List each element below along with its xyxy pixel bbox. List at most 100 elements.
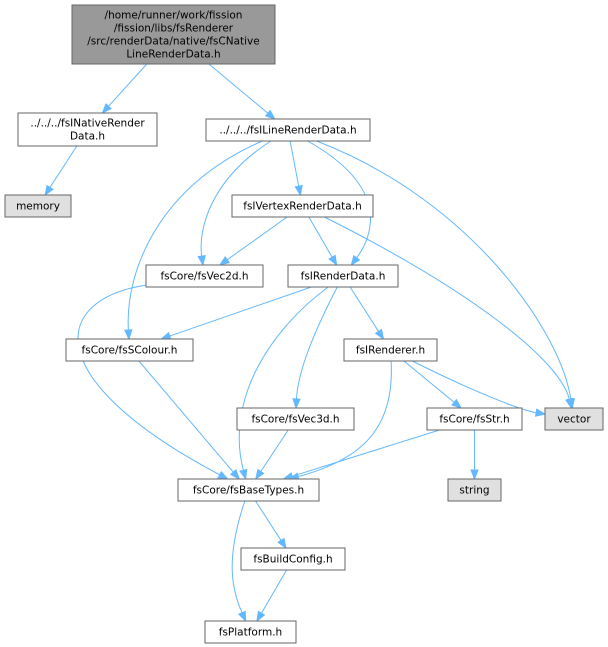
node-box [343, 338, 438, 362]
edge-arrowhead [451, 398, 463, 409]
edge-ns_render_data-to-ns_renderer [349, 286, 385, 341]
edge-ns_str-to-ns_base_types [282, 429, 440, 481]
edge-root-to-ns_line_render_data [208, 63, 276, 120]
node-box [240, 547, 346, 571]
edge-arrowhead [277, 537, 287, 550]
edge-layer [44, 63, 575, 623]
node-ns-scolour[interactable]: fsCore/fsSColour.h [65, 338, 194, 362]
node-layer: /home/runner/work/fission/fission/libs/f… [4, 4, 604, 644]
node-ns-str[interactable]: fsCore/fsStr.h [426, 407, 523, 431]
node-label-line: fsCore/fsBaseTypes.h [193, 485, 304, 497]
edge-line [255, 500, 282, 541]
edge-arrowhead [565, 397, 574, 410]
edge-arrowhead [350, 254, 361, 267]
edge-ns_str-to-ns_string [470, 430, 479, 481]
node-label-line: fsIVertexRenderData.h [243, 201, 361, 213]
edge-arrowhead [229, 469, 241, 481]
node-label-line: fsCore/fsSColour.h [82, 345, 178, 357]
node-label-line: /fission/libs/fsRenderer [114, 23, 234, 35]
edge-ns_vec2d-to-ns_base_types [77, 284, 229, 480]
edge-arrowhead [255, 468, 265, 481]
edge-arrowhead [292, 398, 301, 410]
node-box [145, 264, 264, 288]
edge-arrowhead [197, 255, 206, 267]
node-box [4, 194, 72, 218]
edge-line [291, 429, 440, 477]
node-box [544, 407, 604, 431]
node-label-line: memory [16, 201, 60, 213]
node-ns-memory: memory [4, 194, 72, 218]
node-ns-vec2d[interactable]: fsCore/fsVec2d.h [145, 264, 264, 288]
edge-arrowhead [237, 610, 247, 623]
edge-line [324, 216, 570, 400]
node-label-line: fsCore/fsStr.h [439, 414, 509, 426]
edge-line [77, 284, 220, 476]
node-label-line: fsCore/fsVec2d.h [160, 271, 248, 283]
edge-line [138, 360, 234, 473]
node-ns-base-types[interactable]: fsCore/fsBaseTypes.h [177, 478, 320, 502]
node-label-line: LineRenderData.h [126, 49, 220, 61]
edge-arrowhead [328, 254, 338, 267]
edge-line [108, 63, 148, 107]
edge-ns_base_types-to-ns_platform [231, 500, 247, 623]
edge-ns_vertex_render_data-to-ns_vector [324, 216, 574, 410]
node-label-line: /home/runner/work/fission [105, 10, 243, 22]
node-ns-renderer[interactable]: fsIRenderer.h [343, 338, 438, 362]
edge-ns_vec3d-to-ns_base_types [255, 429, 289, 481]
node-label-line: Data.h [70, 131, 105, 143]
node-label-line: string [459, 485, 489, 497]
node-box [204, 620, 297, 644]
edge-arrowhead [159, 331, 172, 340]
edge-line [200, 140, 272, 257]
edge-arrowhead [218, 256, 231, 266]
edge-arrowhead [44, 184, 54, 197]
edge-line [403, 360, 455, 403]
node-box [236, 407, 355, 431]
node-box [205, 118, 371, 142]
edge-line [169, 286, 312, 337]
edge-line [297, 360, 392, 478]
node-label-line: fsCore/fsVec3d.h [251, 414, 339, 426]
node-box [447, 478, 502, 502]
edge-ns_render_data-to-ns_base_types [238, 286, 329, 481]
node-label-line: ../../../fsILineRenderData.h [219, 125, 356, 137]
edge-ns_line_render_data-to-ns_vec2d [197, 140, 272, 267]
edge-arrowhead [217, 470, 229, 480]
node-ns-vertex-render-data[interactable]: fsIVertexRenderData.h [231, 194, 374, 218]
node-ns-render-data[interactable]: fsIRenderData.h [287, 264, 399, 288]
edge-line [260, 569, 288, 614]
node-label-line: ../../../fsINativeRender [30, 118, 145, 130]
edge-line [238, 286, 329, 471]
edge-root-to-ns_native_render_data [101, 63, 148, 115]
edge-line [231, 500, 246, 613]
node-ns-line-render-data[interactable]: ../../../fsILineRenderData.h [205, 118, 371, 142]
edge-line [289, 140, 300, 187]
edge-ns_vertex_render_data-to-ns_render_data [308, 216, 338, 267]
node-box [287, 264, 399, 288]
node-box [231, 194, 374, 218]
edge-line [226, 216, 288, 261]
node-label-line: fsBuildConfig.h [253, 554, 332, 566]
edge-line [349, 286, 379, 332]
edge-ns_base_types-to-ns_build_config [255, 500, 287, 550]
node-box [65, 338, 194, 362]
edge-ns_line_render_data-to-ns_vertex_render_data [289, 140, 303, 197]
node-ns-vector: vector [544, 407, 604, 431]
edge-ns_render_data-to-ns_scolour [159, 286, 312, 340]
node-ns-vec3d[interactable]: fsCore/fsVec3d.h [236, 407, 355, 431]
edge-line [49, 145, 78, 188]
edge-arrowhead [239, 468, 248, 481]
edge-ns_renderer-to-ns_str [403, 360, 463, 409]
edge-arrowhead [264, 109, 276, 120]
node-box [177, 478, 320, 502]
node-label-line: vector [557, 414, 591, 426]
edge-arrowhead [101, 103, 112, 115]
edge-line [208, 63, 269, 114]
node-ns-build-config[interactable]: fsBuildConfig.h [240, 547, 346, 571]
node-ns-platform[interactable]: fsPlatform.h [204, 620, 297, 644]
node-label-line: fsIRenderData.h [301, 271, 386, 283]
edge-arrowhead [470, 469, 479, 481]
edge-line [412, 360, 537, 414]
